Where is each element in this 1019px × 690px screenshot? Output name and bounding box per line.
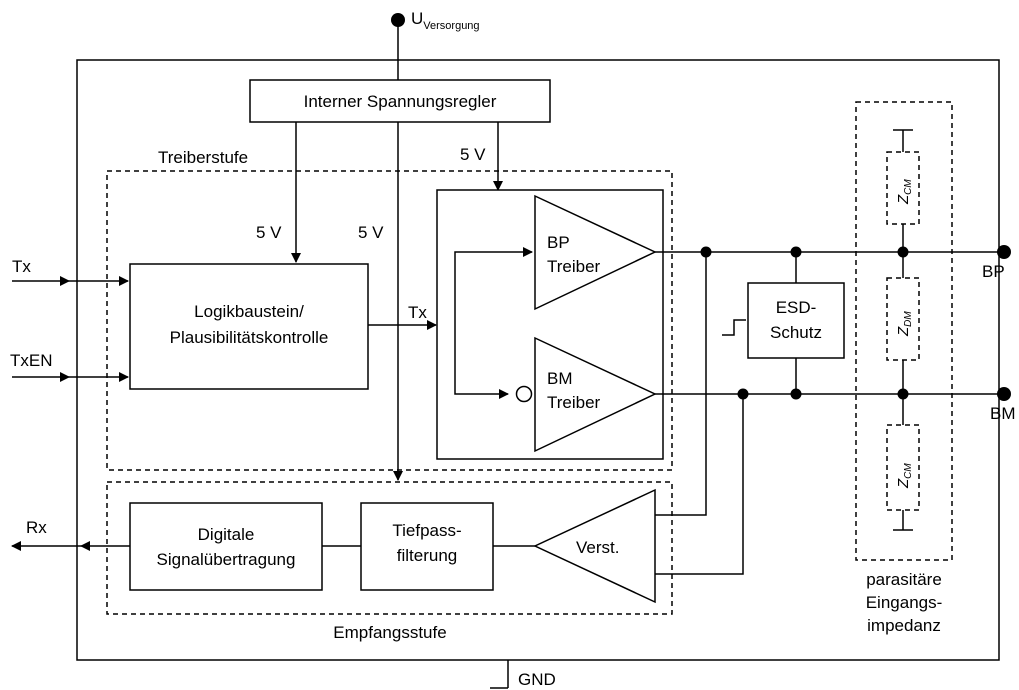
parasitic-label-2: Eingangs- xyxy=(866,593,943,612)
bp-driver-label-2: Treiber xyxy=(547,257,601,276)
receiver-stage-group xyxy=(106,481,673,615)
zcm-top-subscript: CM xyxy=(903,179,914,195)
logic-label-1: Logikbaustein/ xyxy=(194,302,304,321)
voltage-label-receiver: 5 V xyxy=(358,223,384,242)
bm-driver-triangle xyxy=(534,336,657,453)
esd-label-2: Schutz xyxy=(770,323,822,342)
digital-label-2: Signalübertragung xyxy=(157,550,296,569)
voltage-label-logic: 5 V xyxy=(256,223,282,242)
ground-label: GND xyxy=(518,670,556,689)
tx-internal-label: Tx xyxy=(408,303,427,322)
zcm-top-label: Z xyxy=(895,194,912,205)
bp-terminal-label: BP xyxy=(982,262,1005,281)
rx-output-label: Rx xyxy=(26,518,47,537)
parasitic-label-1: parasitäre xyxy=(866,570,942,589)
amplifier-triangle xyxy=(533,488,656,604)
zcm-bottom-impedance xyxy=(886,424,920,511)
esd-label-1: ESD- xyxy=(776,298,817,317)
bm-driver-label-1: BM xyxy=(547,369,573,388)
svg-text:ZCM: ZCM xyxy=(895,463,914,489)
supply-subscript: Versorgung xyxy=(423,20,479,32)
supply-label: U xyxy=(411,9,423,28)
bp-driver-input xyxy=(454,247,533,325)
driver-stage-label: Treiberstufe xyxy=(158,148,248,167)
amp-bp-feed xyxy=(655,252,707,516)
amp-bm-feed xyxy=(655,394,744,575)
lowpass-label-2: filterung xyxy=(397,546,457,565)
zdm-subscript: DM xyxy=(903,311,914,327)
regulator-label: Interner Spannungsregler xyxy=(304,92,497,111)
bm-terminal xyxy=(997,387,1011,401)
zcm-bottom-subscript: CM xyxy=(903,463,914,479)
digital-block xyxy=(129,502,323,591)
regulator-block xyxy=(249,79,551,123)
tx-input-label: Tx xyxy=(12,257,31,276)
lowpass-label-1: Tiefpass- xyxy=(392,521,461,540)
bp-terminal xyxy=(997,245,1011,259)
logic-block xyxy=(129,263,369,390)
txen-input-label: TxEN xyxy=(10,351,53,370)
bm-driver-label-2: Treiber xyxy=(547,393,601,412)
esd-block xyxy=(747,282,845,359)
zdm-label: Z xyxy=(895,326,912,337)
voltage-label-drivers: 5 V xyxy=(460,145,486,164)
esd-symbol xyxy=(722,319,746,336)
bp-driver-triangle xyxy=(534,194,657,311)
svg-text:ZDM: ZDM xyxy=(895,311,914,337)
bm-driver-input xyxy=(454,325,509,399)
lowpass-block xyxy=(360,502,494,591)
bp-driver-label-1: BP xyxy=(547,233,570,252)
chip-outline xyxy=(76,59,1000,661)
digital-label-1: Digitale xyxy=(198,525,255,544)
zcm-bottom-label: Z xyxy=(895,478,912,489)
svg-text:UVersorgung: UVersorgung xyxy=(411,9,480,32)
parasitic-group xyxy=(855,101,953,561)
inverter-bubble xyxy=(515,385,533,403)
bm-terminal-label: BM xyxy=(990,404,1016,423)
parasitic-label-3: impedanz xyxy=(867,616,941,635)
driver-stage-group xyxy=(106,170,673,471)
ground-terminal: GND xyxy=(490,660,556,689)
amplifier-label: Verst. xyxy=(576,538,619,557)
receiver-stage-label: Empfangsstufe xyxy=(333,623,446,642)
supply-terminal: UVersorgung xyxy=(391,9,480,80)
logic-label-2: Plausibilitätskontrolle xyxy=(170,328,329,347)
svg-text:ZCM: ZCM xyxy=(895,179,914,205)
